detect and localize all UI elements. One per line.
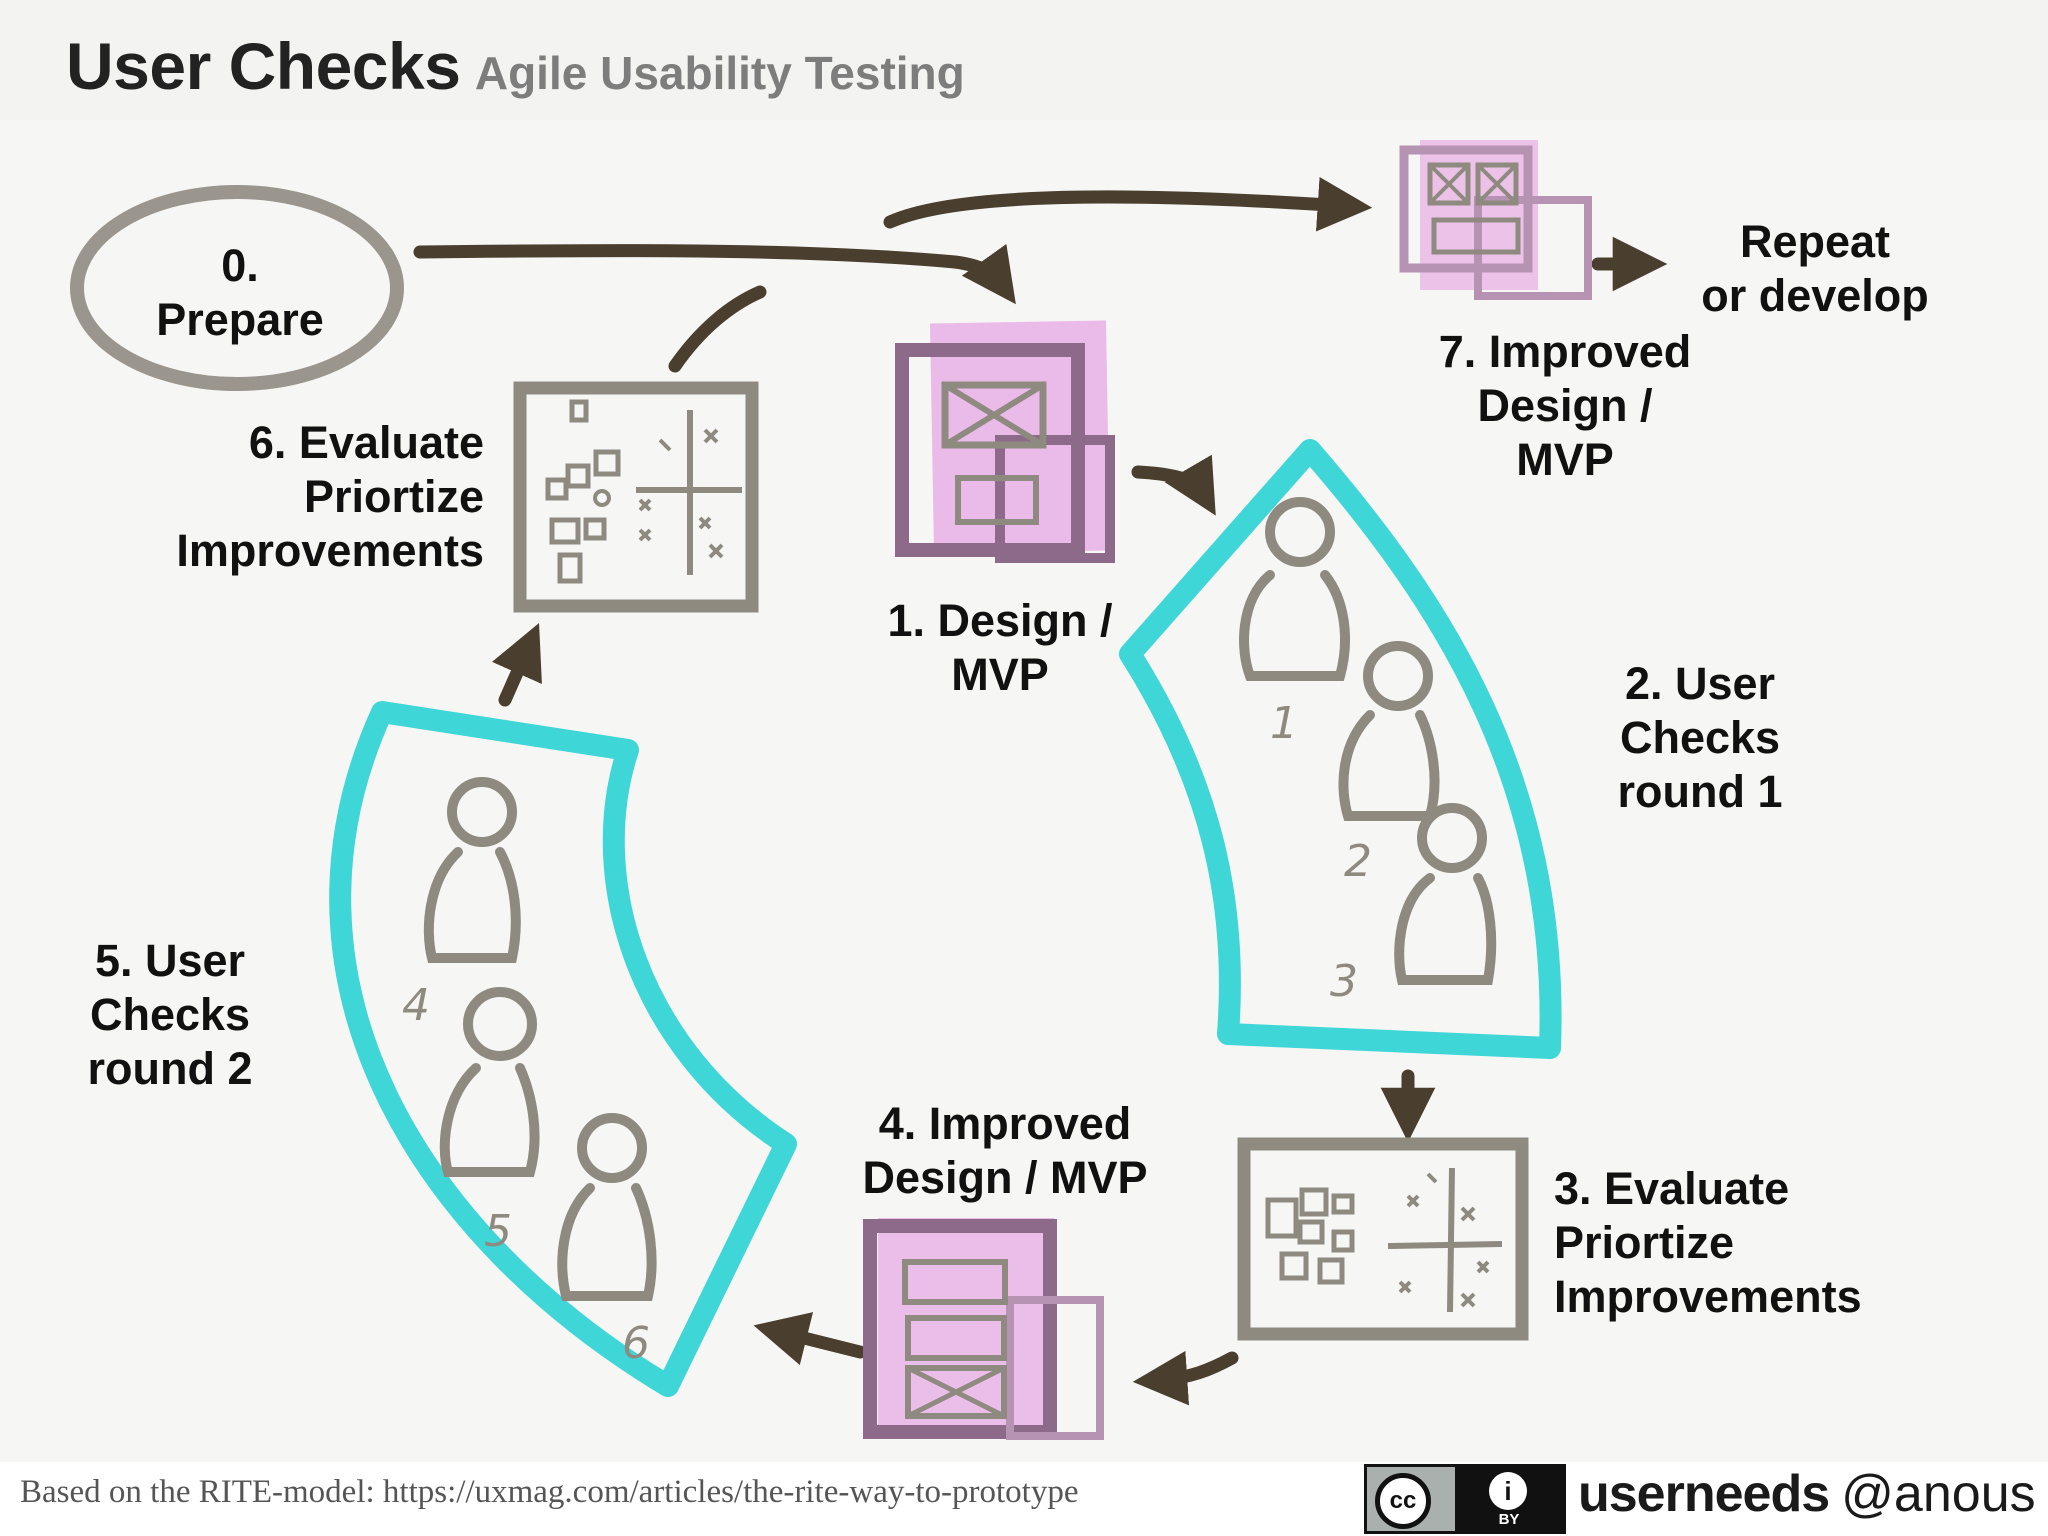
cc-by-license-badge: cc i BY	[1364, 1464, 1566, 1534]
attribution-person-icon: i	[1489, 1472, 1527, 1510]
improved-design-4-sketch	[863, 1218, 1104, 1440]
prepare-ellipse	[70, 185, 404, 391]
user-figures	[423, 497, 1497, 1301]
arrow-improved4-to-checks2	[753, 1312, 867, 1366]
user-figure-2	[1338, 641, 1440, 821]
design-wireframe-sketch	[895, 320, 1115, 563]
step-5-user-checks-label: 5. User Checks round 2	[87, 935, 253, 1094]
arrow-design-to-checks1	[1131, 454, 1216, 516]
page-title: User Checks Agile Usability Testing	[66, 28, 965, 104]
user-number-3: 3	[1330, 956, 1358, 1007]
user-figure-3	[1394, 803, 1497, 985]
title-main: User Checks	[66, 29, 461, 103]
repeat-or-develop-label: Repeat or develop	[1701, 216, 1929, 321]
step-0-prepare-label: 0. Prepare	[156, 240, 324, 345]
brand-signature: userneeds@anous	[1578, 1464, 2036, 1524]
user-checks-round1-band	[1119, 439, 1562, 1059]
title-subtitle: Agile Usability Testing	[474, 47, 965, 99]
user-number-1: 1	[1270, 698, 1298, 749]
user-number-5: 5	[484, 1206, 512, 1257]
footer-bar	[0, 1462, 2048, 1536]
user-checks-round2-band	[329, 701, 797, 1397]
by-attribution-part: i BY	[1455, 1467, 1563, 1531]
user-figure-5	[439, 987, 540, 1177]
cc-icon: cc	[1375, 1473, 1431, 1529]
user-figure-1	[1239, 497, 1350, 681]
user-figure-4	[423, 777, 521, 963]
improved-design-7-sketch	[1399, 140, 1592, 300]
evaluate-board-3-sketch	[1237, 1137, 1529, 1341]
arrow-prepare-to-design	[413, 243, 1016, 305]
user-number-6: 6	[622, 1318, 650, 1369]
step-1-design-label: 1. Design / MVP	[887, 595, 1113, 700]
step-3-evaluate-label: 3. Evaluate Priortize Improvements	[1554, 1163, 1862, 1322]
step-6-evaluate-label: 6. Evaluate Priortize Improvements	[176, 417, 484, 576]
arrow-to-improved7	[883, 176, 1373, 232]
step-7-improved-label: 7. Improved Design / MVP	[1438, 326, 1692, 485]
step-4-improved-label: 4. Improved Design / MVP	[862, 1098, 1148, 1203]
user-number-4: 4	[402, 980, 430, 1031]
arrow-evaluate3-to-improved4	[1132, 1350, 1239, 1406]
step-2-user-checks-label: 2. User Checks round 1	[1617, 658, 1783, 817]
arrow-checks2-to-evaluate6	[491, 623, 542, 707]
by-text: BY	[1498, 1511, 1520, 1528]
user-number-2: 2	[1344, 836, 1372, 887]
user-figure-6	[557, 1113, 657, 1301]
brand-name: userneeds	[1578, 1465, 1830, 1523]
footer-source-note: Based on the RITE-model: https://uxmag.c…	[20, 1474, 1079, 1510]
author-handle: @anous	[1841, 1465, 2036, 1523]
arrow-evaluate6-to-design	[668, 285, 767, 373]
evaluate-board-6-sketch	[513, 381, 759, 613]
